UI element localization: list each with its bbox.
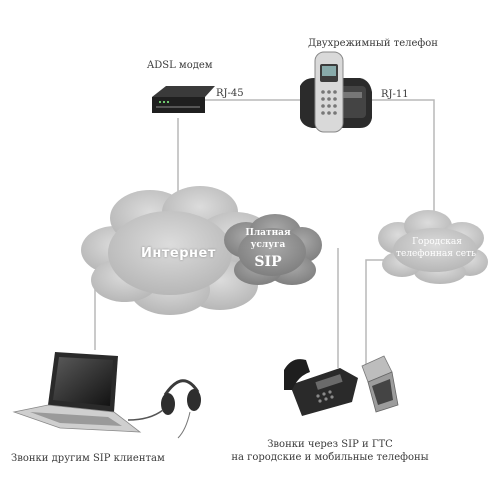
city-network-label-line1: Городская	[412, 237, 462, 247]
sip-service-label-line1: Платная	[245, 228, 291, 238]
desk-phone-icon	[284, 359, 358, 416]
headset-icon	[127, 379, 201, 439]
mobile-phone-icon	[361, 355, 399, 413]
sip-service-label-line3: SIP	[254, 254, 282, 270]
dual-phone-label: Двухрежимный телефон	[308, 38, 438, 49]
sip-service-label-line2: услуга	[250, 240, 286, 250]
rj45-label: RJ-45	[216, 88, 244, 99]
city-network-cloud	[378, 210, 488, 284]
rj11-line	[365, 99, 435, 228]
right-caption-line2: на городские и мобильные телефоны	[231, 452, 429, 463]
rj11-label: RJ-11	[381, 89, 409, 100]
city-network-label-line2: телефонная сеть	[396, 249, 476, 259]
sip-service-cloud	[224, 214, 322, 285]
city-phones-line	[365, 259, 388, 368]
adsl-modem-icon	[152, 86, 215, 113]
right-caption-line1: Звонки через SIP и ГТС	[267, 439, 393, 450]
internet-label: Интернет	[141, 246, 216, 261]
left-caption: Звонки другим SIP клиентам	[11, 453, 165, 464]
laptop-icon	[12, 352, 142, 433]
adsl-modem-label: ADSL модем	[147, 60, 213, 71]
dect-phone-icon	[300, 51, 372, 133]
